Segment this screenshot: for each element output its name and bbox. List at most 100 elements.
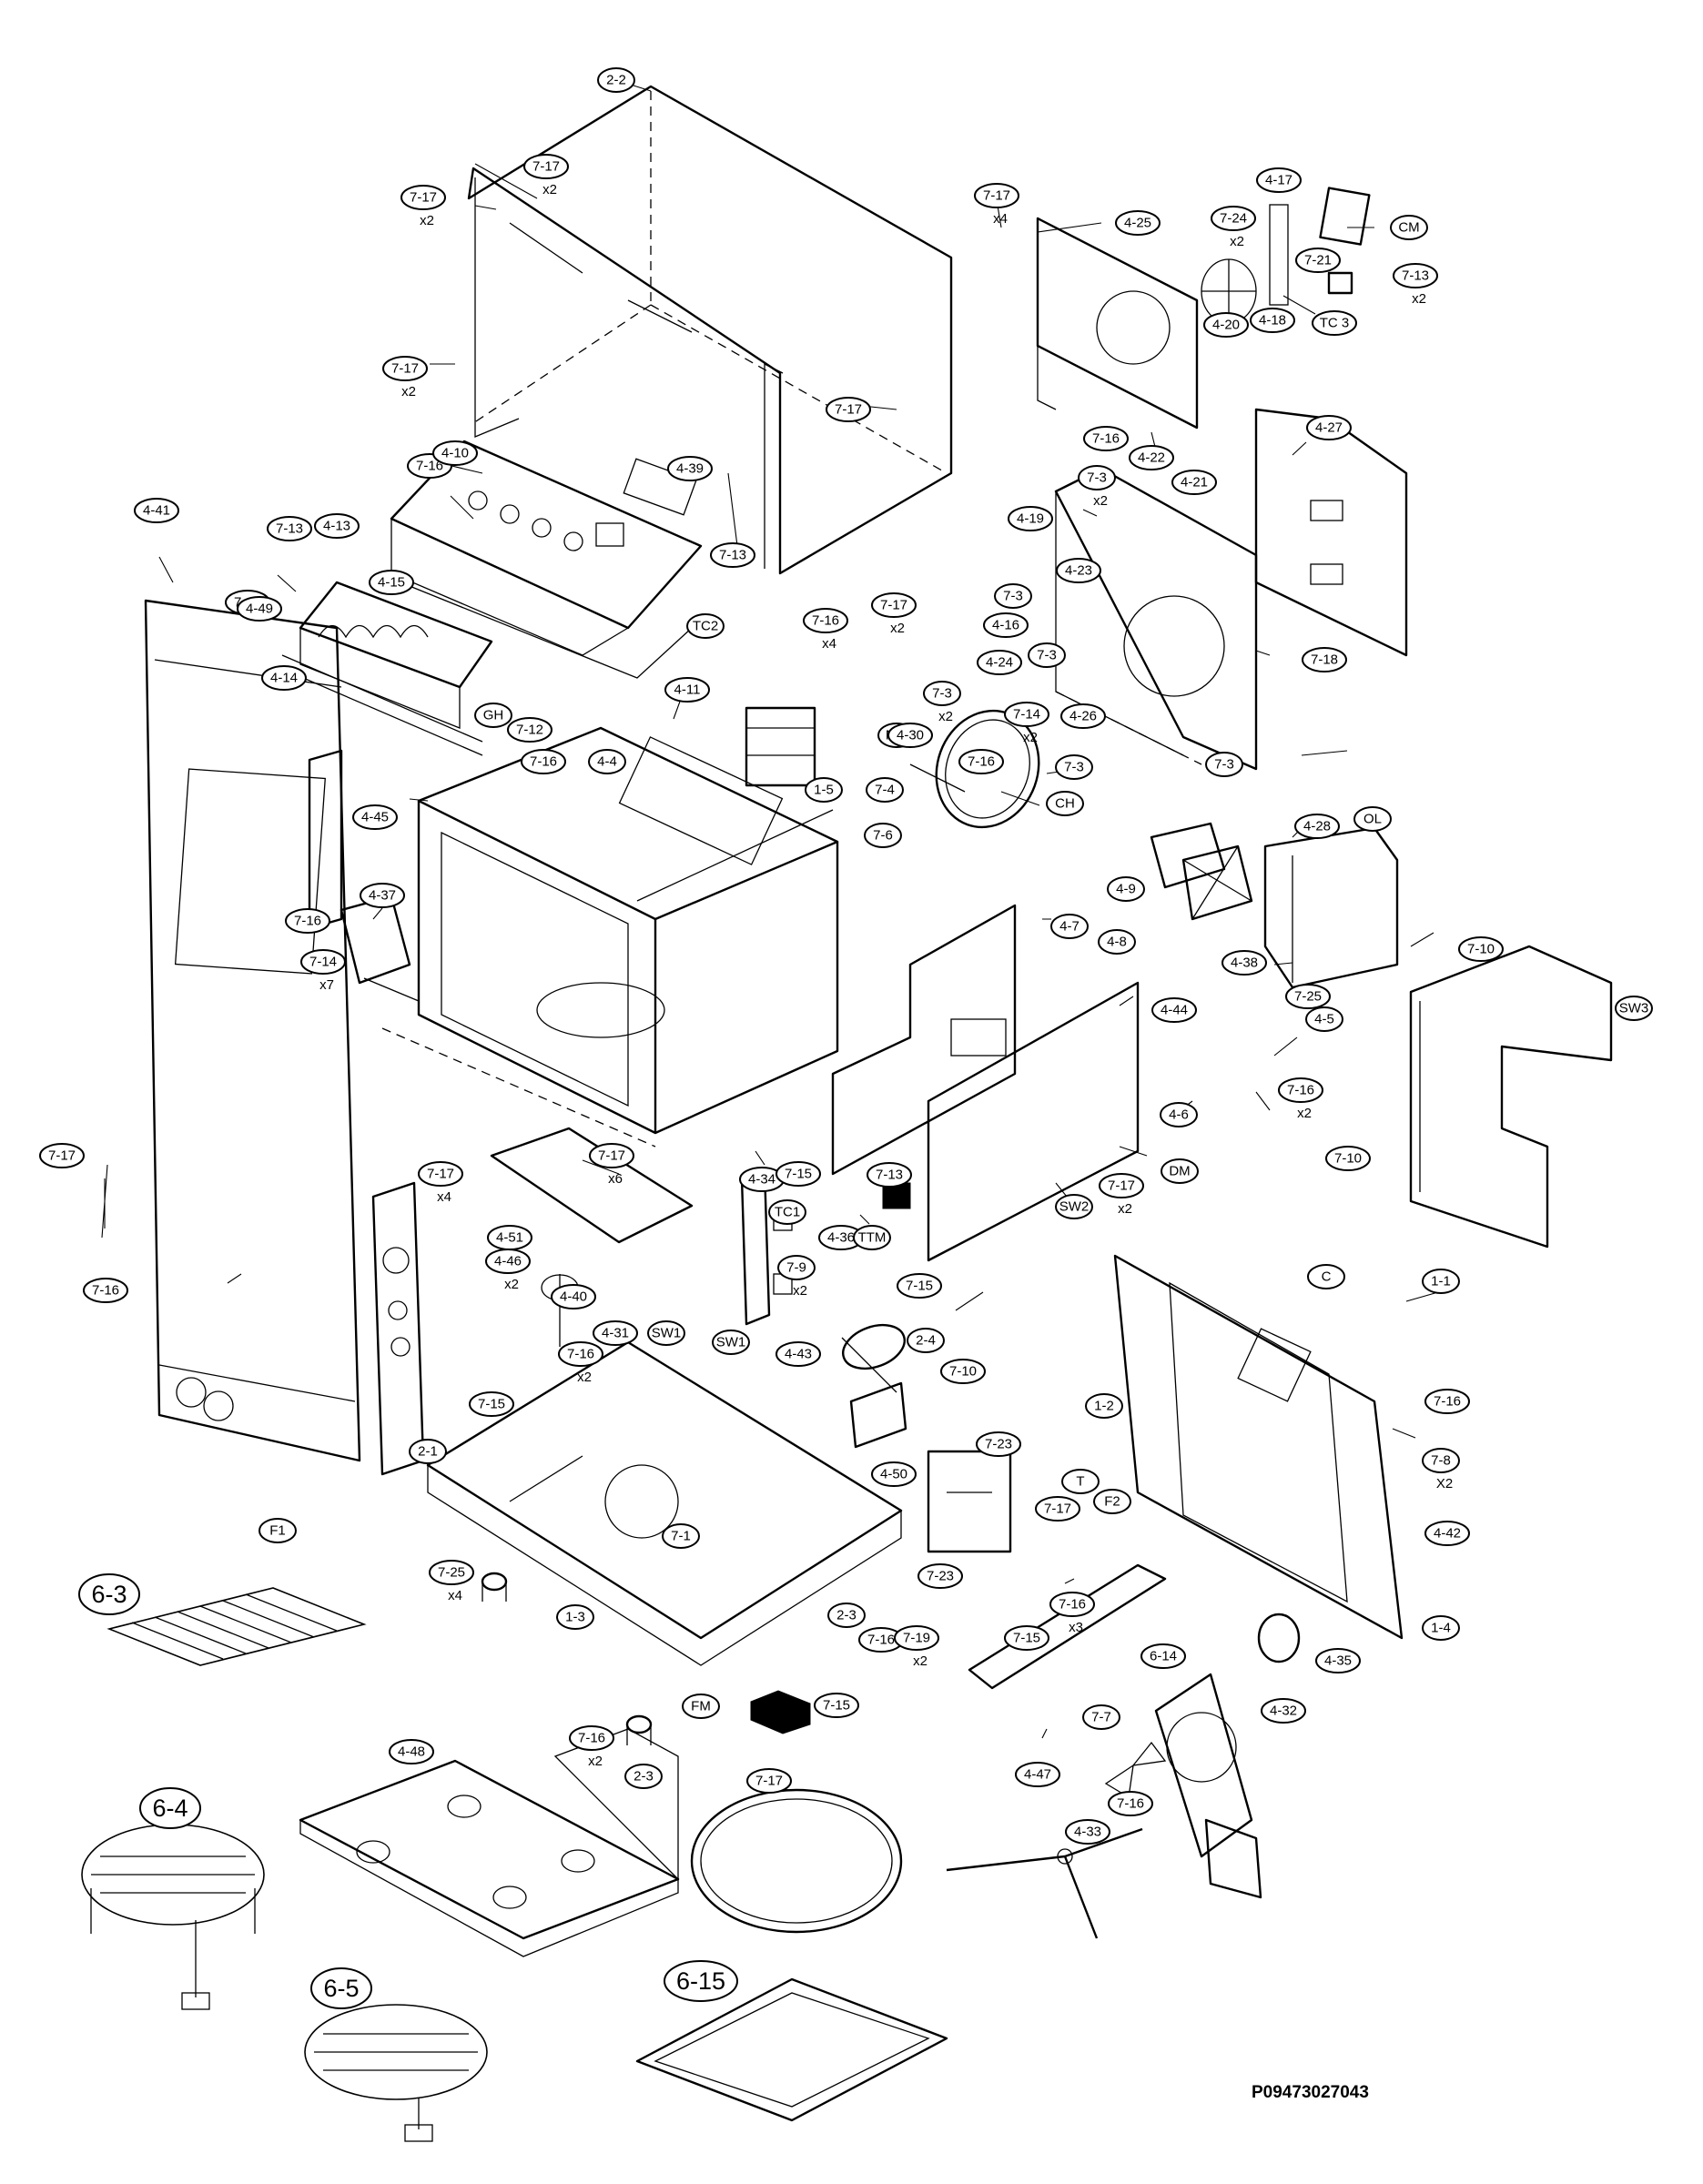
callout-7-9: 7-9x2 xyxy=(777,1255,816,1299)
callout-label: FM xyxy=(691,1699,711,1714)
door-frame xyxy=(144,599,361,1462)
callout-7-15: 7-15 xyxy=(814,1693,859,1718)
accessory-callout-6-3: 6-3 xyxy=(78,1573,140,1615)
callout-label: 7-14 xyxy=(1013,707,1040,723)
callout-4-25: 4-25 xyxy=(1115,210,1161,236)
callout-cm: CM xyxy=(1390,215,1428,240)
callout-label: 4-13 xyxy=(323,519,350,534)
callout-label: 4-5 xyxy=(1314,1012,1334,1027)
callout-4-21: 4-21 xyxy=(1171,470,1217,495)
callout-label: 7-17 xyxy=(1044,1502,1071,1517)
callout-label: 7-4 xyxy=(875,783,895,798)
callout-7-15: 7-15 xyxy=(897,1273,942,1299)
callout-label: SW1 xyxy=(716,1335,746,1350)
callout-label: 2-2 xyxy=(606,73,626,88)
callout-7-16: 7-16 xyxy=(858,1627,904,1653)
callout-dm: DM xyxy=(1161,1158,1199,1184)
callout-4-23: 4-23 xyxy=(1056,558,1101,583)
callout-label: 4-14 xyxy=(270,671,298,686)
accessory-callout-6-15: 6-15 xyxy=(664,1960,738,2002)
callout-quantity: x2 xyxy=(588,1754,603,1769)
callout-label: 1-3 xyxy=(565,1610,585,1625)
callout-label: SW1 xyxy=(652,1326,682,1341)
callout-quantity: x2 xyxy=(1230,234,1244,249)
callout-label: 7-3 xyxy=(1214,757,1234,773)
callout-7-23: 7-23 xyxy=(917,1563,963,1589)
callout-label: 7-6 xyxy=(873,828,893,844)
callout-4-42: 4-42 xyxy=(1424,1521,1470,1546)
callout-label: 4-26 xyxy=(1069,709,1097,724)
callout-label: 4-48 xyxy=(398,1744,425,1760)
callout-label: 4-16 xyxy=(992,618,1019,633)
callout-label: 4-17 xyxy=(1265,173,1292,188)
callout-label: 7-3 xyxy=(932,686,952,702)
callout-4-35: 4-35 xyxy=(1315,1648,1361,1673)
callout-7-12: 7-12 xyxy=(507,717,552,743)
callout-7-16: 7-16 xyxy=(1083,426,1129,451)
accessory-label: 6-3 xyxy=(91,1581,127,1608)
callout-ttm: TTM xyxy=(853,1225,891,1250)
callout-7-13: 7-13 xyxy=(710,542,755,568)
callout-ol: OL xyxy=(1353,806,1392,832)
callout-4-18: 4-18 xyxy=(1250,308,1295,333)
callout-label: 7-13 xyxy=(876,1168,903,1183)
rear-panel-upper xyxy=(1036,217,1199,430)
outer-cabinet-cover xyxy=(467,85,953,575)
fan-motor-assembly xyxy=(1104,1613,1301,1899)
callout-2-3: 2-3 xyxy=(827,1603,866,1628)
callout-7-16: 7-16 xyxy=(1424,1389,1470,1414)
callout-4-8: 4-8 xyxy=(1098,929,1136,955)
callout-label: 4-37 xyxy=(369,888,396,904)
callout-label: 7-3 xyxy=(1037,648,1057,663)
callout-quantity: x2 xyxy=(1118,1201,1132,1217)
callout-quantity: x2 xyxy=(542,182,557,197)
callout-layer: 2-27-17x27-17x27-17x47-17x27-177-164-104… xyxy=(39,67,1653,1845)
callout-f1: F1 xyxy=(258,1518,297,1543)
callout-label: 7-17 xyxy=(391,361,419,377)
callout-4-16: 4-16 xyxy=(983,612,1029,638)
callout-label: 4-49 xyxy=(246,602,273,617)
callout-2-2: 2-2 xyxy=(597,67,635,93)
callout-7-3: 7-3 xyxy=(994,583,1032,609)
callout-7-16: 7-16 xyxy=(958,749,1004,774)
callout-label: TC1 xyxy=(775,1205,800,1220)
callout-label: 7-12 xyxy=(516,723,543,738)
callout-label: 7-1 xyxy=(671,1529,691,1544)
callout-4-36: 4-36 xyxy=(818,1225,864,1250)
insulation-panels xyxy=(831,904,1140,1262)
callout-4-39: 4-39 xyxy=(667,456,713,481)
roller-ring-6-1 xyxy=(946,1827,1143,1939)
callout-label: C xyxy=(1322,1269,1332,1285)
callout-quantity: x7 xyxy=(319,977,334,993)
callout-6-14: 6-14 xyxy=(1140,1643,1186,1669)
callout-f2: F2 xyxy=(1093,1489,1131,1514)
callout-label: 7-15 xyxy=(785,1167,812,1182)
callout-c: C xyxy=(1307,1264,1345,1289)
callout-quantity: x2 xyxy=(420,213,434,228)
base-plate xyxy=(426,1340,903,1666)
callout-label: 7-16 xyxy=(968,754,995,770)
callout-7-10: 7-10 xyxy=(940,1359,986,1384)
callout-7-7: 7-7 xyxy=(1082,1704,1120,1730)
callout-4-7: 4-7 xyxy=(1050,914,1089,939)
callout-label: 4-33 xyxy=(1074,1825,1101,1840)
callout-7-16: 7-16 xyxy=(1108,1791,1153,1816)
callout-7-6: 7-6 xyxy=(864,823,902,848)
grill-rack-6-3 xyxy=(106,1587,367,1666)
callout-label: 7-25 xyxy=(438,1565,465,1581)
callout-label: 7-13 xyxy=(719,548,746,563)
callout-label: 7-17 xyxy=(835,402,862,418)
callout-4-49: 4-49 xyxy=(237,596,282,622)
callout-label: 7-7 xyxy=(1091,1710,1111,1725)
callout-label: 7-21 xyxy=(1304,253,1332,268)
callout-7-25: 7-25 xyxy=(1285,984,1331,1009)
callout-label: 4-46 xyxy=(494,1254,522,1269)
callout-label: 7-17 xyxy=(48,1148,76,1164)
callout-label: 4-8 xyxy=(1107,935,1127,950)
callout-quantity: x2 xyxy=(504,1277,519,1292)
callout-label: 4-35 xyxy=(1324,1653,1352,1669)
